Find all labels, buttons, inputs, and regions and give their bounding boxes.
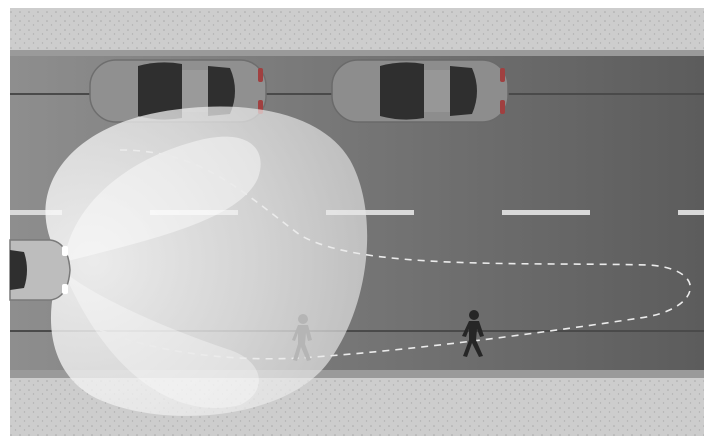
parked-car-2 — [332, 60, 508, 122]
headlight-car — [10, 240, 70, 300]
sidewalk-top — [10, 8, 704, 50]
curb-top — [10, 50, 704, 56]
